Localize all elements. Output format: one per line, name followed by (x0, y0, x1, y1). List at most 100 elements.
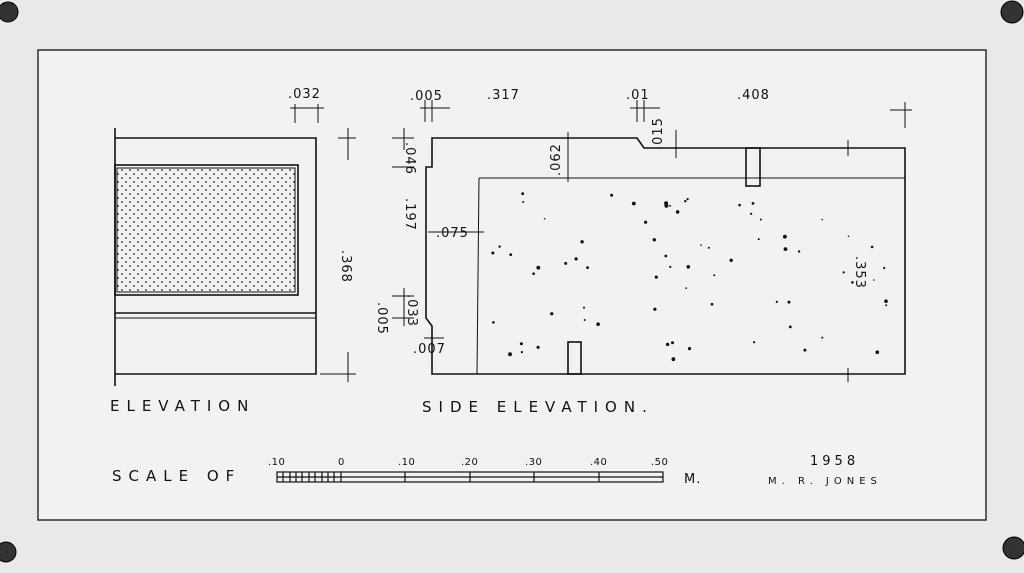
aggregate-dot (713, 274, 716, 277)
aggregate-dot (797, 250, 801, 253)
dim-side-ledge: .062 (549, 143, 564, 176)
aggregate-dot (583, 319, 586, 321)
aggregate-dots (491, 192, 888, 362)
side-elevation-view (392, 100, 912, 382)
dim-side-step: .01 (626, 88, 650, 103)
aggregate-dot (759, 218, 762, 221)
aggregate-dot (664, 254, 668, 258)
aggregate-dot (821, 336, 824, 339)
aggregate-dot (586, 266, 589, 269)
aggregate-dot (686, 198, 689, 201)
aggregate-dot (519, 342, 523, 346)
aggregate-dot (842, 271, 845, 274)
dim-elevation-height: .368 (338, 250, 353, 283)
aggregate-dot (885, 304, 888, 307)
aggregate-dot (870, 245, 874, 249)
scale-tick: .10 (398, 457, 415, 468)
aggregate-dot (596, 322, 600, 327)
aggregate-dot (787, 300, 791, 304)
aggregate-dot (687, 347, 692, 351)
aggregate-dot (675, 210, 680, 214)
aggregate-dot (753, 341, 756, 344)
dim-side-length-b: .408 (737, 88, 770, 103)
scale-tick: .20 (461, 457, 478, 468)
scale-tick: .50 (651, 457, 668, 468)
aggregate-dot (669, 265, 672, 268)
aggregate-dot (631, 201, 636, 206)
tack-icon (1002, 536, 1024, 560)
tack-icon (0, 1, 19, 23)
drawing-author: M. R. JONES (768, 476, 882, 487)
aggregate-dot (583, 306, 585, 309)
aggregate-dot (509, 253, 513, 256)
aggregate-dot (652, 238, 656, 242)
tack-icon (1000, 0, 1024, 24)
dim-side-lower-b: .005 (374, 302, 389, 335)
aggregate-dot (783, 247, 788, 252)
dim-side-rebate: .197 (402, 198, 417, 231)
aggregate-dot (710, 302, 714, 306)
aggregate-dot (644, 220, 648, 224)
aggregate-dot (875, 350, 880, 355)
dim-side-lip: .015 (651, 117, 666, 150)
aggregate-dot (738, 203, 741, 207)
aggregate-dot (847, 235, 850, 238)
aggregate-dot (580, 240, 584, 244)
drawing-year: 1958 (810, 454, 859, 469)
aggregate-dot (707, 246, 710, 249)
aggregate-dot (610, 193, 614, 197)
aggregate-dot (803, 348, 807, 352)
aggregate-dot (669, 204, 671, 207)
aggregate-dot (550, 312, 554, 316)
aggregate-dot (574, 257, 578, 261)
scale-tick: .10 (268, 457, 285, 468)
elevation-label: ELEVATION (110, 397, 255, 415)
dim-side-length-a: .317 (487, 88, 520, 103)
aggregate-dot (684, 200, 687, 203)
aggregate-dot (520, 351, 524, 354)
aggregate-dot (783, 234, 787, 239)
aggregate-dot (671, 341, 674, 345)
scale-tick: .40 (590, 457, 607, 468)
aggregate-dot (653, 307, 657, 311)
aggregate-dot (757, 238, 760, 241)
aggregate-dot (498, 245, 501, 248)
aggregate-dot (536, 265, 541, 270)
aggregate-dot (536, 345, 540, 349)
dim-side-height: .353 (852, 256, 867, 289)
aggregate-dot (521, 192, 525, 196)
aggregate-dot (750, 212, 753, 215)
scale-label: SCALE OF (112, 467, 241, 485)
dim-side-lower-a: .033 (404, 294, 419, 327)
aggregate-dot (685, 287, 688, 289)
dim-side-base: .007 (413, 342, 446, 357)
aggregate-dot (543, 218, 546, 220)
scale-bar (276, 471, 664, 483)
aggregate-dot (775, 300, 778, 303)
aggregate-dot (522, 201, 525, 203)
side-elevation-label: SIDE ELEVATION. (422, 398, 654, 416)
aggregate-dot (508, 352, 512, 357)
aggregate-dot (884, 299, 888, 304)
aggregate-dot (729, 258, 733, 262)
scale-tick: .30 (525, 457, 542, 468)
aggregate-dot (851, 281, 854, 284)
aggregate-dot (700, 244, 702, 246)
dim-elevation-top: .032 (288, 87, 321, 102)
aggregate-dot (821, 218, 823, 221)
aggregate-dot (492, 321, 495, 324)
scale-unit: M. (684, 472, 701, 487)
aggregate-dot (671, 357, 676, 362)
scale-tick: 0 (338, 457, 345, 468)
aggregate-dot (664, 201, 669, 206)
aggregate-dot (654, 275, 658, 279)
aggregate-dot (788, 325, 792, 329)
aggregate-dot (751, 202, 755, 205)
aggregate-dot (564, 261, 568, 265)
elevation-view (114, 104, 356, 386)
dim-side-thickness: .075 (436, 226, 469, 241)
dim-side-left-top: .005 (410, 89, 443, 104)
aggregate-dot (873, 279, 875, 281)
